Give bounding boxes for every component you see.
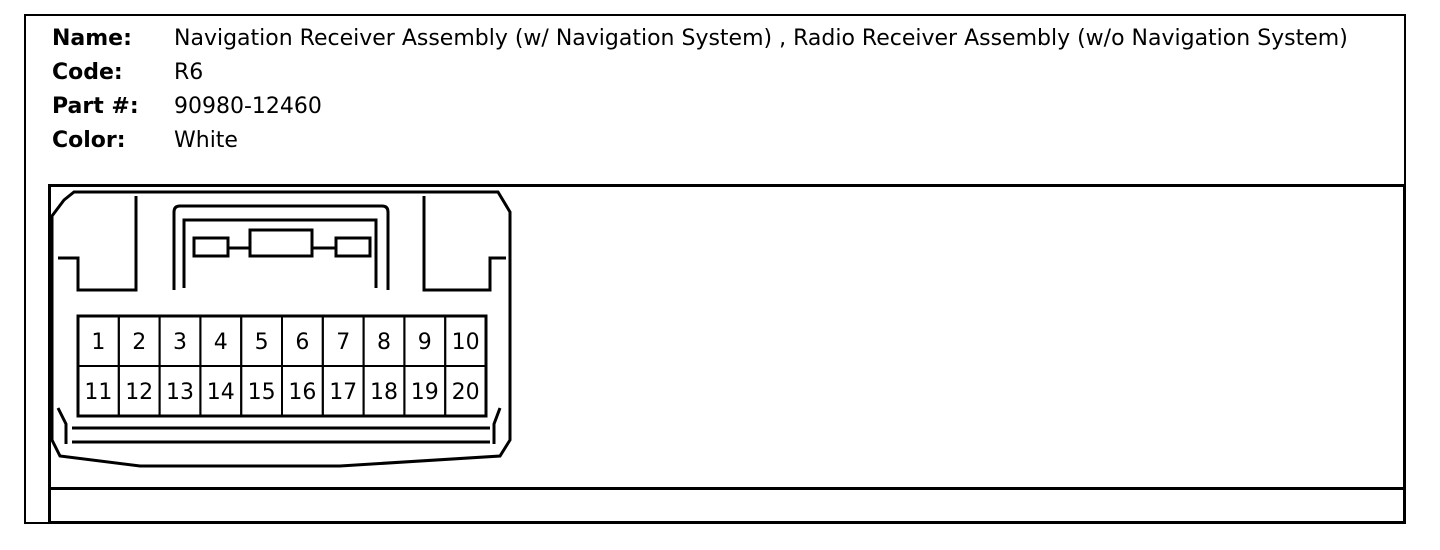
pin-number: 18 xyxy=(370,380,398,405)
pin-number: 3 xyxy=(173,330,187,355)
pin-cavity xyxy=(444,365,488,417)
color-label: Color: xyxy=(52,128,126,153)
lock-latch-inner xyxy=(182,218,378,288)
pin-number: 2 xyxy=(132,330,146,355)
part-value: 90980-12460 xyxy=(174,94,322,119)
code-label: Code: xyxy=(52,60,123,85)
connector-sheet xyxy=(24,14,1406,524)
pin-number: 20 xyxy=(452,380,480,405)
pin-number: 9 xyxy=(418,330,432,355)
housing-shoulder xyxy=(58,196,506,292)
color-value: White xyxy=(174,128,238,153)
name-label: Name: xyxy=(52,26,132,51)
pin-number: 11 xyxy=(84,380,112,405)
latch-tab-right xyxy=(334,236,372,258)
footer-divider xyxy=(48,487,1406,490)
pin-number: 15 xyxy=(248,380,276,405)
latch-tab-center xyxy=(248,228,314,258)
name-value: Navigation Receiver Assembly (w/ Navigat… xyxy=(174,26,1348,51)
code-value: R6 xyxy=(174,60,204,85)
pin-number: 19 xyxy=(411,380,439,405)
part-label: Part #: xyxy=(52,94,139,119)
pin-number: 17 xyxy=(329,380,357,405)
pin-number: 5 xyxy=(255,330,269,355)
lock-latch xyxy=(172,204,390,290)
pin-number: 8 xyxy=(377,330,391,355)
bottom-rail xyxy=(56,407,502,444)
pin-number: 7 xyxy=(336,330,350,355)
diagram-frame xyxy=(48,184,1406,524)
pin-number: 4 xyxy=(214,330,228,355)
pin-number: 10 xyxy=(452,330,480,355)
latch-tab-left xyxy=(192,236,230,258)
pin-number: 12 xyxy=(125,380,153,405)
connector-housing xyxy=(50,190,512,468)
pin-number: 16 xyxy=(288,380,316,405)
pin-number: 6 xyxy=(295,330,309,355)
pin-number: 14 xyxy=(207,380,235,405)
pin-number: 13 xyxy=(166,380,194,405)
pin-number: 1 xyxy=(91,330,105,355)
